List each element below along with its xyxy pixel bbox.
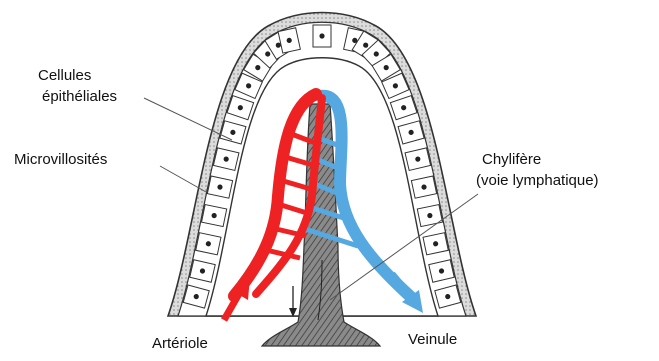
label-microvilli: Microvillosités bbox=[14, 151, 107, 168]
label-venule: Veinule bbox=[408, 331, 457, 348]
microvilli-leader-line bbox=[160, 166, 206, 192]
label-lacteal-line1: Chylifère bbox=[482, 151, 541, 168]
label-lacteal-line2: (voie lymphatique) bbox=[476, 172, 599, 189]
label-arteriole: Artériole bbox=[152, 335, 208, 352]
epithelial-cell bbox=[196, 233, 221, 255]
epithelial-cell bbox=[417, 205, 442, 227]
cell-nucleus bbox=[319, 33, 324, 38]
label-epithelial-cells-line2: épithéliales bbox=[42, 88, 117, 105]
label-epithelial-cells-line1: Cellules bbox=[38, 67, 91, 84]
epithelial-cell bbox=[202, 205, 227, 227]
epithelial-cell bbox=[313, 25, 331, 47]
epithelial-cell bbox=[411, 176, 436, 198]
epithelial-cell bbox=[423, 233, 448, 255]
epithelial-cell bbox=[207, 176, 232, 198]
